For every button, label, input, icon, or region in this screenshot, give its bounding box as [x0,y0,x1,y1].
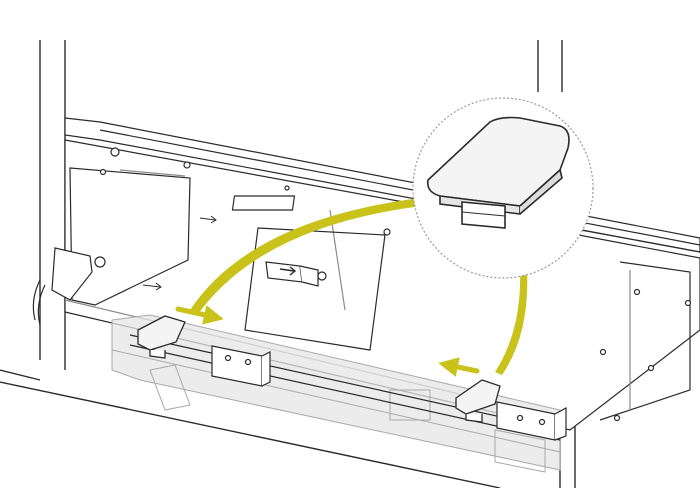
center-latch [265,261,327,287]
plate-direction-marks [142,215,217,291]
left-latch-wire [32,247,106,326]
front-rail [129,334,561,441]
bracket-right [496,401,567,441]
end-cap-right [455,379,501,423]
end-cap-left [137,315,186,359]
magnifier-callout [412,97,594,279]
callout-leaders [190,198,528,375]
end-cap-icon [426,116,570,229]
bracket-left [211,345,271,387]
fastener-holes [99,147,692,422]
